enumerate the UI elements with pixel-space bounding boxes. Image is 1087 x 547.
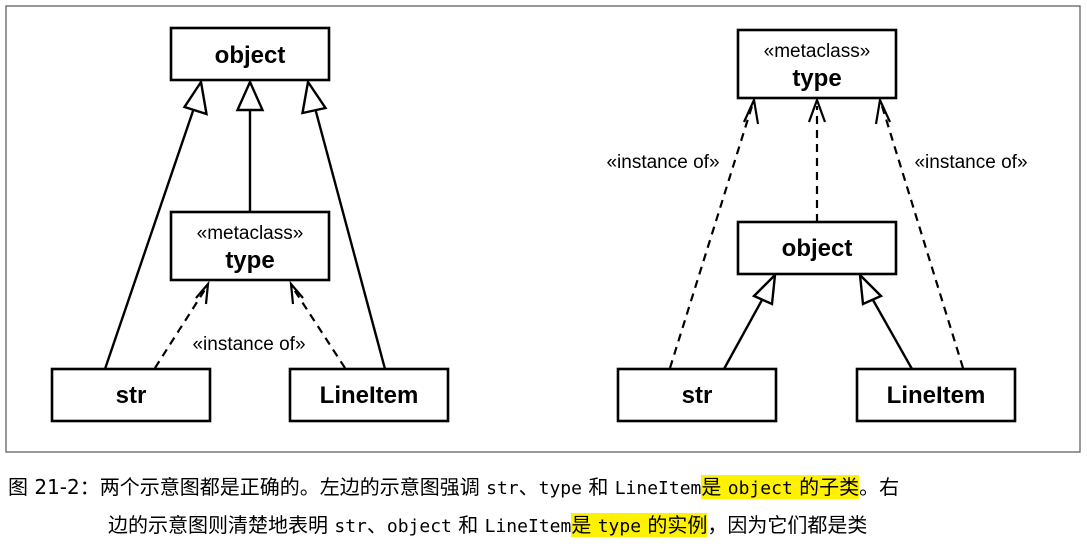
edge-lineitem-subclass-object [871,299,914,370]
open-arrowhead [807,96,827,123]
caption-text: ，因为它们都是类 [707,513,868,537]
figure-caption: 图 21-2：两个示意图都是正确的。左边的示意图强调 str、type 和 Li… [0,468,1087,547]
open-arrowhead [742,96,760,125]
caption-code: str [486,478,519,499]
caption-code: object [386,516,452,537]
node-label: LineItem [887,382,986,409]
inheritance-arrowhead [301,78,328,115]
stereotype-label: «metaclass» [764,41,871,62]
edge-str-instance-of-type [154,287,207,369]
label-background [180,330,318,356]
instance-of-label: «instance of» [914,152,1027,173]
caption-code: LineItem [614,478,702,499]
caption-highlight: 是 type 的实例 [571,513,708,537]
node-label: object [215,42,286,69]
inheritance-arrowhead [182,78,209,116]
node-object: object [169,26,331,82]
caption-text: 。右 [859,475,900,499]
node-label: type [792,65,841,92]
label-background [906,148,1036,174]
open-arrowhead [195,280,210,305]
open-arrowhead [289,280,304,305]
left-diagram: «instance of» object «metaclass» type st… [50,26,450,423]
stereotype-label: «metaclass» [197,223,304,244]
caption-highlight: 是 object 的子类 [701,475,860,499]
instance-of-label: «instance of» [192,334,305,355]
caption-code: str [334,516,367,537]
inheritance-arrowhead [235,79,265,112]
node-label: str [682,382,713,409]
right-diagram: «instance of» «instance of» «metaclass» … [598,28,1036,423]
caption-code: type [538,478,582,499]
label-background [598,148,728,174]
node-lineitem: LineItem [288,367,450,423]
node-lineitem: LineItem [855,367,1017,423]
class-diagram-figure: «instance of» object «metaclass» type st… [5,5,1081,453]
caption-code: object [727,478,793,499]
caption-text: 和 [451,513,485,537]
node-label: object [782,235,853,262]
inheritance-arrowhead [858,271,884,306]
caption-text: 边的示意图则清楚地表明 [108,513,335,537]
caption-text: 是 [701,475,728,499]
node-label: LineItem [320,382,419,409]
edge-str-subclass-object [103,107,196,370]
node-str: str [50,367,212,423]
node-type-metaclass: «metaclass» type [736,28,898,100]
edge-str-subclass-object [722,299,764,370]
instance-of-label: «instance of» [606,152,719,173]
caption-text: 、 [518,475,539,499]
edge-str-instance-of-type [668,105,754,369]
open-arrowhead [874,96,892,125]
caption-code: LineItem [484,516,572,537]
caption-text: 的子类 [792,475,860,499]
edge-lineitem-subclass-object [313,107,387,370]
edge-lineitem-instance-of-type [880,105,965,369]
figure-frame [5,5,1081,453]
node-label: str [116,382,147,409]
caption-text: 和 [581,475,615,499]
edge-lineitem-instance-of-type [292,287,346,369]
node-type-metaclass: «metaclass» type [169,210,331,282]
caption-text: 的实例 [641,513,708,537]
caption-text: 、 [366,513,387,537]
caption-code: type [597,516,642,537]
node-str: str [616,367,778,423]
node-label: type [225,247,274,274]
caption-line-1: 图 21-2：两个示意图都是正确的。左边的示意图强调 str、type 和 Li… [8,472,899,504]
caption-text: 图 21-2：两个示意图都是正确的。左边的示意图强调 [8,475,487,499]
node-object: object [736,220,898,276]
caption-line-2: 边的示意图则清楚地表明 str、object 和 LineItem是 type … [108,510,867,542]
inheritance-arrowhead [751,271,777,306]
caption-text: 是 [571,513,598,537]
